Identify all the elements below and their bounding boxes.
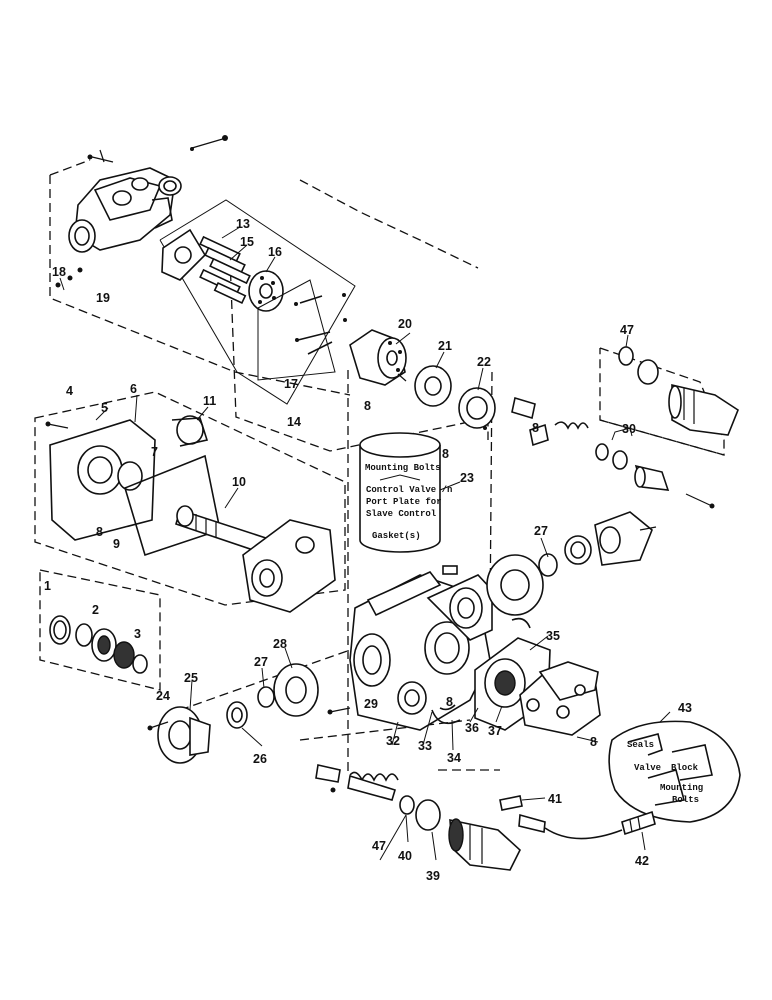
callout-24: 24 — [156, 689, 170, 703]
top-end-housing — [55, 135, 228, 288]
compensator-assembly-bottom — [315, 764, 521, 871]
callout-47-bottom: 47 — [372, 839, 386, 853]
callout-7: 7 — [151, 445, 158, 459]
callout-27-left: 27 — [254, 655, 268, 669]
callout-39: 39 — [426, 869, 440, 883]
kit-23-line-2: Control Valve /n — [366, 485, 452, 495]
callout-41: 41 — [548, 792, 562, 806]
callout-11: 11 — [203, 394, 216, 408]
callout-28: 28 — [273, 637, 287, 651]
callout-42: 42 — [635, 854, 649, 868]
callout-numbers: 4 5 6 7 8 9 10 11 13 14 15 16 17 18 19 2… — [44, 217, 692, 883]
bottom-left-flange — [147, 663, 319, 764]
callout-15: 15 — [240, 235, 254, 249]
callout-16: 16 — [268, 245, 282, 259]
callout-21: 21 — [438, 339, 452, 353]
callout-25: 25 — [184, 671, 198, 685]
callout-20: 20 — [398, 317, 412, 331]
callout-32: 32 — [386, 734, 400, 748]
kit-23-line-1: Mounting Bolts — [365, 463, 441, 473]
callout-3: 3 — [134, 627, 141, 641]
callout-2: 2 — [92, 603, 99, 617]
callout-8-left: 8 — [96, 525, 103, 539]
adapter-plate-group — [45, 415, 221, 557]
rotating-group — [159, 199, 496, 430]
shaft-and-cover-block — [175, 505, 336, 613]
end-cover-and-valve-block — [439, 637, 601, 736]
kit-43-block: Block — [671, 763, 699, 773]
callout-6: 6 — [130, 382, 137, 396]
compensator-assembly-top — [511, 346, 739, 509]
callout-19: 19 — [96, 291, 110, 305]
kit-23-line-4: Slave Control — [366, 509, 437, 519]
callout-47-top: 47 — [620, 323, 634, 337]
kit-43-seals: Seals — [627, 740, 654, 750]
callout-18: 18 — [52, 265, 66, 279]
callout-13: 13 — [236, 217, 250, 231]
group-outlines — [34, 159, 725, 775]
callout-8-valve: 8 — [590, 735, 597, 749]
kit-23-line-5: Gasket(s) — [372, 531, 421, 541]
callout-43: 43 — [678, 701, 692, 715]
callout-14: 14 — [287, 415, 301, 429]
callout-37: 37 — [488, 724, 502, 738]
kit-23-line-3: Port Plate for — [366, 497, 442, 507]
callout-17: 17 — [284, 377, 298, 391]
callout-4: 4 — [66, 384, 73, 398]
callout-33: 33 — [418, 739, 432, 753]
callout-30: 30 — [622, 422, 636, 436]
callout-36: 36 — [465, 721, 479, 735]
seal-group — [49, 615, 148, 674]
right-flange — [486, 511, 657, 629]
fittings-and-hose — [499, 795, 656, 840]
callout-27-right: 27 — [534, 524, 548, 538]
leader-lines — [59, 226, 671, 861]
callout-29: 29 — [364, 697, 378, 711]
callout-23: 23 — [460, 471, 474, 485]
kit-43-mounting: Mounting — [660, 783, 703, 793]
callout-10: 10 — [232, 475, 246, 489]
kit-43-bolts: Bolts — [672, 795, 699, 805]
kit-43-seal-and-block: Seals Valve Block Mounting Bolts — [608, 720, 741, 823]
kit-23-cylinder: Mounting Bolts Control Valve /n Port Pla… — [359, 432, 452, 553]
callout-8-upper: 8 — [442, 447, 449, 461]
callout-40: 40 — [398, 849, 412, 863]
callout-8-low: 8 — [446, 695, 453, 709]
kit-43-valve: Valve — [634, 763, 661, 773]
callout-1: 1 — [44, 579, 51, 593]
main-housing — [327, 565, 493, 731]
callout-35: 35 — [546, 629, 560, 643]
callout-22: 22 — [477, 355, 491, 369]
callout-8-mid: 8 — [364, 399, 371, 413]
callout-26: 26 — [253, 752, 267, 766]
callout-34: 34 — [447, 751, 461, 765]
callout-5: 5 — [101, 401, 108, 415]
callout-9: 9 — [113, 537, 120, 551]
callout-8-right: 8 — [532, 421, 539, 435]
